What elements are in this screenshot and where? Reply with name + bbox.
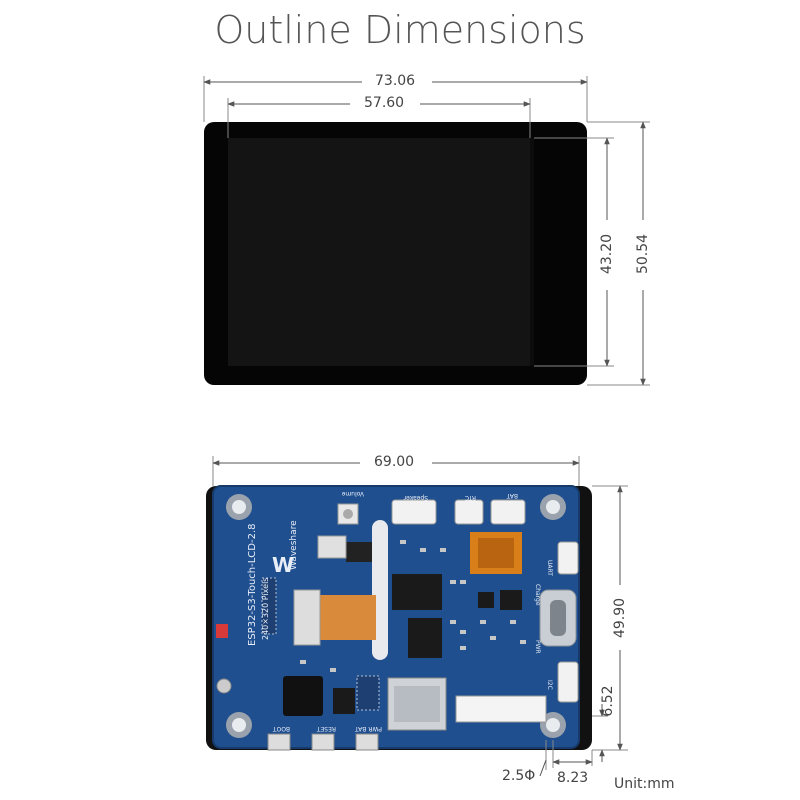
mounting-holes xyxy=(226,494,566,738)
silk-charge: Charge xyxy=(534,584,541,606)
silk-speaker: Speaker xyxy=(403,494,428,501)
dim-hole-offset: 8.23 xyxy=(557,770,589,786)
dim-hole-leader xyxy=(539,759,547,777)
dim-board-width: 69.00 xyxy=(374,454,415,470)
dim-width-outer: 73.06 xyxy=(375,73,416,89)
dim-width-inner: 57.60 xyxy=(364,95,405,111)
silk-uart: UART xyxy=(546,560,553,576)
unit-label: Unit:mm xyxy=(614,776,675,792)
silk-bat-top: BAT xyxy=(506,492,518,499)
silk-pwr-side: PWR xyxy=(534,640,541,654)
dim-offset-right: 6.52 xyxy=(600,685,616,717)
silk-boot: BOOT xyxy=(273,725,290,732)
dim-board-height: 49.90 xyxy=(612,597,628,639)
page-title: Outline Dimensions xyxy=(214,8,586,52)
pcb-board-view: W ESP32-S3-Touch-LCD-2.8 240×320 Pixels … xyxy=(206,485,592,751)
silk-volume: Volume xyxy=(341,490,364,497)
waveshare-logo-icon: W xyxy=(272,553,294,577)
silk-i2c: I2C xyxy=(546,680,553,690)
silk-reset: RESET xyxy=(316,725,336,732)
silk-model: ESP32-S3-Touch-LCD-2.8 xyxy=(247,523,258,646)
silk-resolution: 240×320 Pixels xyxy=(261,578,270,640)
silk-rtc: RTC xyxy=(465,494,476,501)
silk-pwr-bat: PWR BAT xyxy=(355,725,382,732)
dim-height-inner: 43.20 xyxy=(599,233,615,275)
lcd-module-top-view xyxy=(204,122,587,385)
dim-hole-diameter: 2.5Φ xyxy=(502,768,536,784)
dim-height-outer: 50.54 xyxy=(635,233,651,275)
top-extension-lines xyxy=(203,76,650,386)
silk-brand: Waveshare xyxy=(289,520,299,570)
